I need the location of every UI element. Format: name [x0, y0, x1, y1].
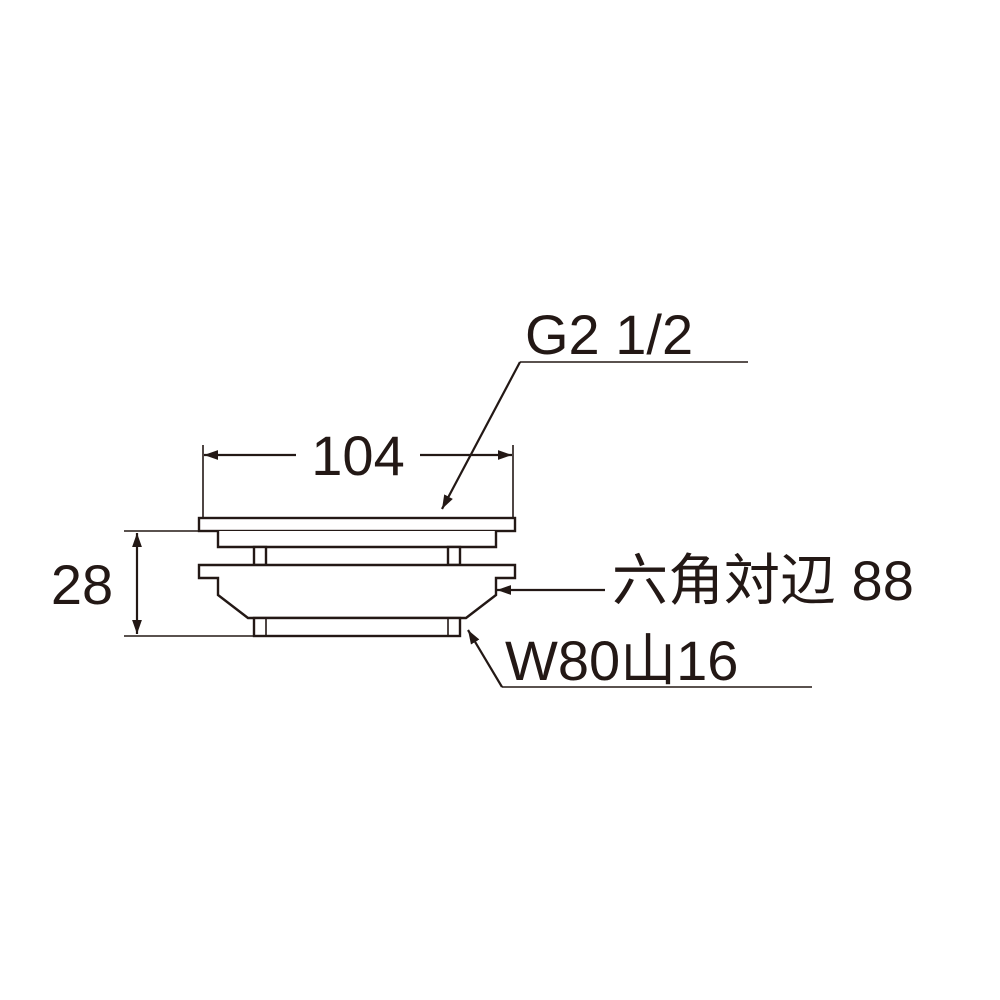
top-flange	[197, 516, 517, 533]
hex-label: 六角対辺 88	[612, 549, 914, 612]
height-label: 28	[51, 553, 113, 616]
bottom-thread	[252, 616, 462, 638]
hex-body	[197, 563, 517, 620]
hex-leader: 六角対辺 88	[497, 549, 914, 612]
thread-leader: G2 1/2	[441, 303, 748, 510]
fitting-part	[197, 516, 517, 638]
thread-leader-line	[441, 361, 521, 510]
bottom-thread-label: W80山16	[505, 629, 738, 692]
top-flange-step	[216, 531, 498, 549]
left-neck	[252, 545, 268, 567]
thread-label: G2 1/2	[525, 303, 693, 366]
bottom-thread-leader: W80山16	[467, 629, 812, 692]
height-dimension: 28	[51, 530, 254, 637]
width-label: 104	[311, 424, 404, 487]
bottom-thread-leader-line	[467, 629, 503, 688]
width-dimension: 104	[202, 424, 514, 518]
right-neck	[446, 545, 462, 567]
